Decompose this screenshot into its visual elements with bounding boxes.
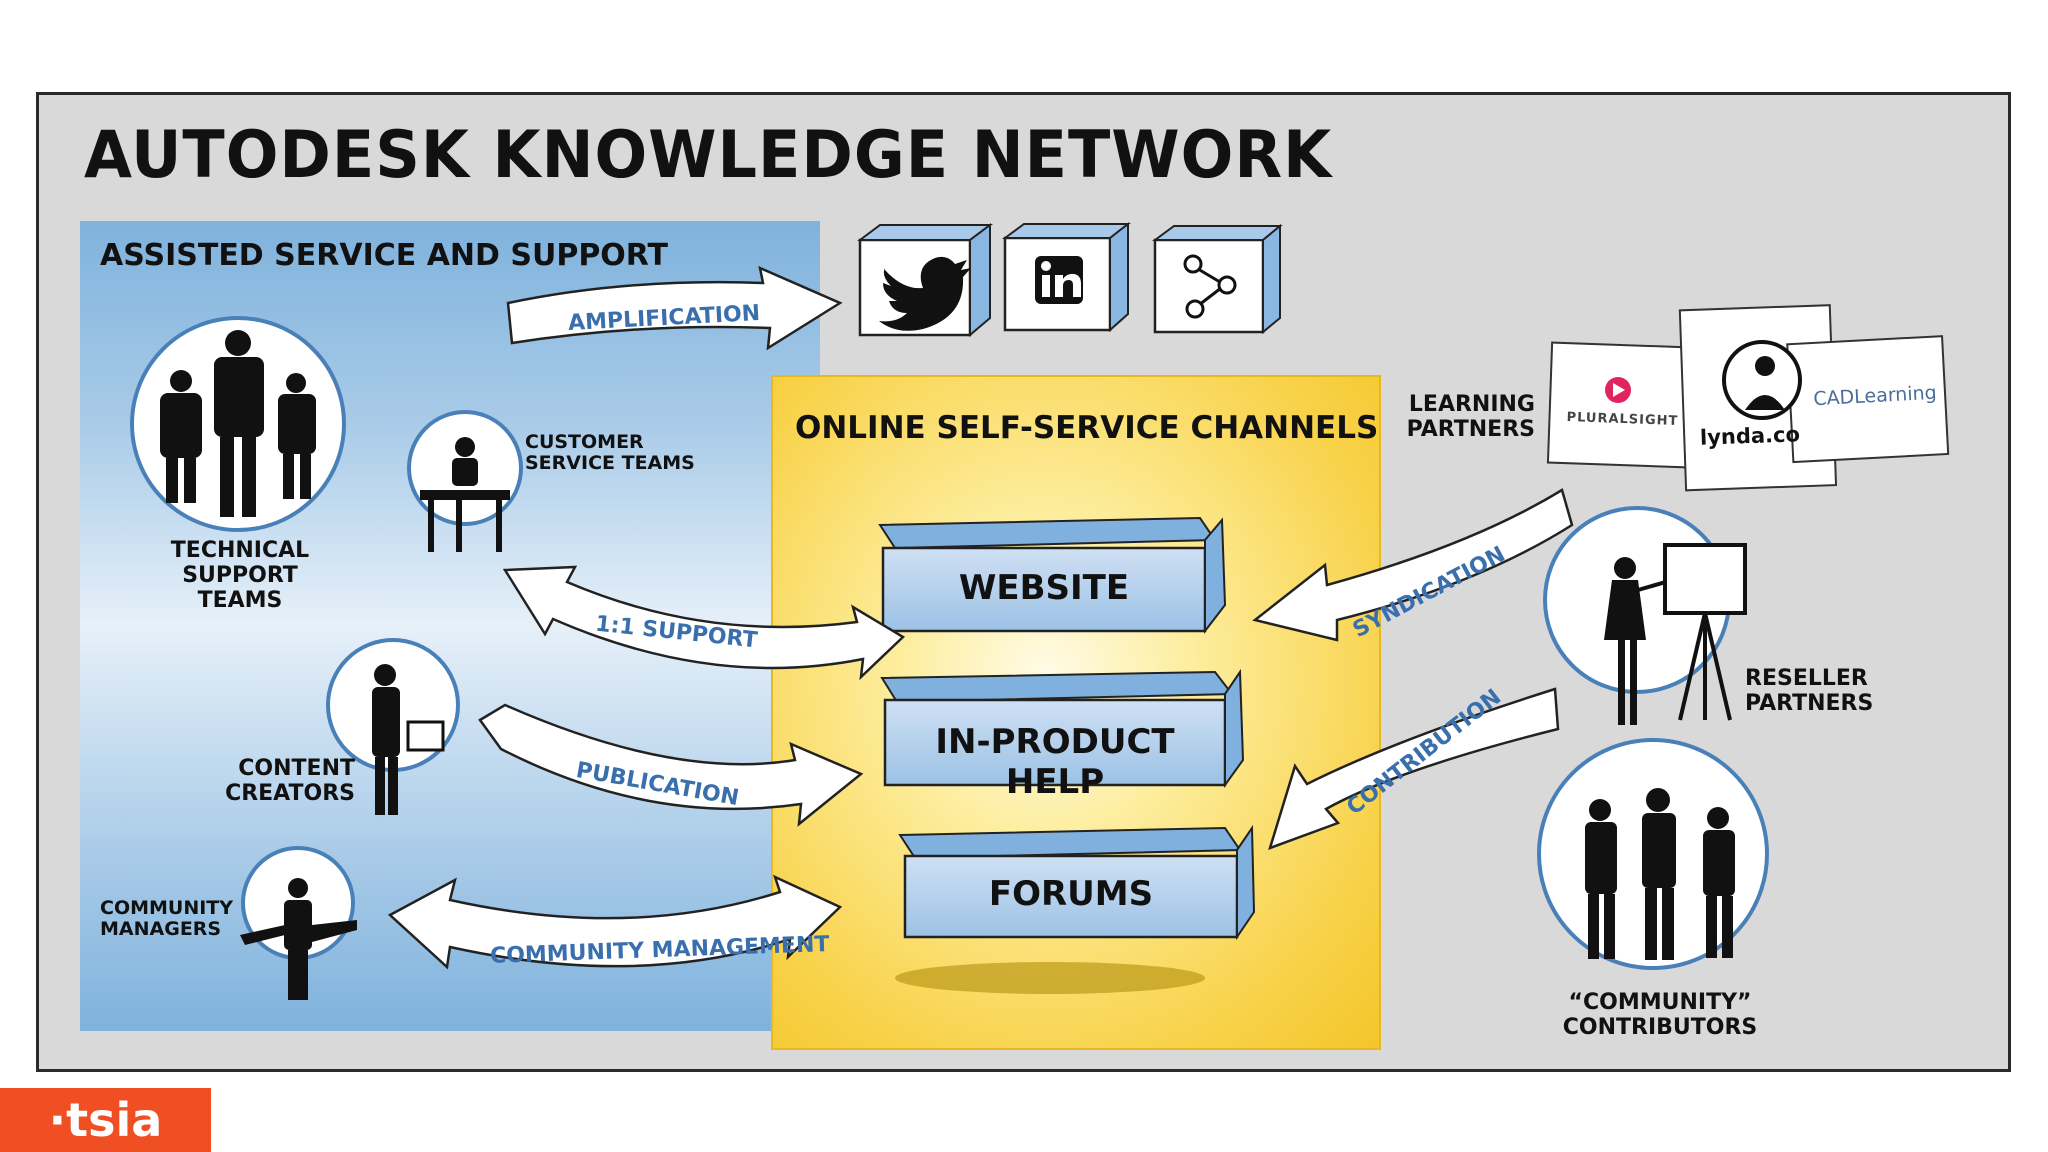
- community-manager-figure: [240, 878, 357, 1000]
- in-product-help-box: [880, 668, 1245, 789]
- lynda-logo-text: lynda.com: [1699, 422, 1801, 450]
- page-title: AUTODESK KNOWLEDGE NETWORK: [84, 116, 1333, 193]
- channel-forums-label: FORUMS: [988, 874, 1154, 914]
- channel-in-product-help-label: IN-PRODUCT HELP: [935, 722, 1175, 802]
- twitter-icon: [879, 256, 971, 331]
- content-creators-label: CONTENT CREATORS: [225, 756, 355, 806]
- lynda-logo-icon: [1722, 340, 1802, 420]
- community-management-arrow: [387, 874, 843, 970]
- channel-website-label: WEBSITE: [958, 568, 1130, 608]
- technical-support-figures: [160, 330, 316, 517]
- linkedin-cube: [1001, 221, 1131, 333]
- reseller-partners-label: RESELLER PARTNERS: [1745, 666, 1874, 716]
- community-managers-label: COMMUNITY MANAGERS: [100, 897, 234, 940]
- customer-service-figure: [420, 437, 510, 552]
- figure-silhouettes: [160, 330, 1735, 1000]
- website-box: [878, 516, 1227, 634]
- content-creator-figure: [372, 664, 445, 815]
- learning-partners-label: LEARNING PARTNERS: [1406, 392, 1535, 442]
- linkedin-icon: [1035, 256, 1083, 304]
- community-contributors-figures: [1585, 788, 1735, 960]
- arrows: [387, 265, 1574, 970]
- tsia-logo: ·tsia: [0, 1088, 211, 1152]
- learning-partner-cards: [1546, 304, 1950, 492]
- amplification-arrow: [506, 265, 843, 351]
- syndication-arrow: [1252, 488, 1574, 642]
- presentation-board: [1663, 543, 1747, 721]
- technical-support-label: TECHNICAL SUPPORT TEAMS: [170, 538, 310, 613]
- assisted-service-title: ASSISTED SERVICE AND SUPPORT: [100, 238, 669, 273]
- share-icon: [1183, 254, 1237, 319]
- forums-box: [898, 824, 1256, 941]
- customer-service-label: CUSTOMER SERVICE TEAMS: [525, 431, 695, 474]
- support-arrow: [502, 565, 906, 681]
- community-contributors-label: “COMMUNITY” CONTRIBUTORS: [1562, 990, 1758, 1040]
- share-cube: [1151, 223, 1283, 335]
- online-self-service-title: ONLINE SELF-SERVICE CHANNELS: [795, 410, 1379, 446]
- contribution-arrow: [1268, 687, 1560, 851]
- publication-arrow: [478, 703, 864, 827]
- forums-shadow: [895, 962, 1205, 994]
